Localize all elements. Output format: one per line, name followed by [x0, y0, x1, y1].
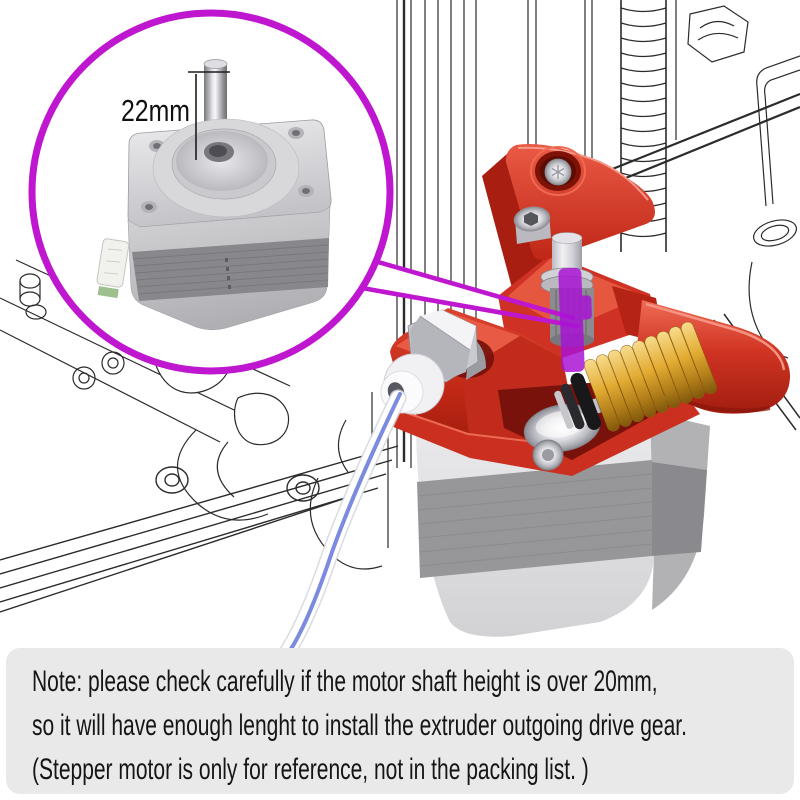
background-sketch [0, 0, 800, 613]
magnifier-beam-lines [359, 259, 580, 329]
callout-circle-ring [28, 9, 394, 375]
callout-magnifier: 22mm [28, 9, 394, 375]
dimension-annotation: 22mm [121, 71, 230, 160]
tension-spring [554, 321, 717, 432]
motor-shaft-top [203, 59, 228, 69]
lever-back [482, 146, 545, 288]
dimension-label: 22mm [121, 93, 190, 128]
shaft-highlight [558, 267, 592, 373]
note-box: Note: please check carefully if the moto… [6, 648, 794, 794]
motor-connector [96, 238, 130, 299]
motor-band-front [417, 460, 652, 578]
hex-socket-screw [513, 206, 551, 244]
sketch-printer-base [0, 445, 399, 613]
ptfe-tube [277, 389, 407, 663]
extruder-stepper-motor [416, 412, 710, 637]
triangle-countersunk-screw [530, 146, 586, 196]
extruder-assembly [277, 144, 791, 663]
sketch-frame-vertical-lines [396, 0, 593, 468]
note-line-2: so it will have enough lenght to install… [32, 709, 687, 742]
note-line-3: (Stepper motor is only for reference, no… [32, 753, 589, 786]
plate-center-boss [152, 118, 300, 218]
motor-label-band [132, 238, 329, 301]
note-line-1: Note: please check carefully if the moto… [32, 665, 658, 698]
motor-band-side [652, 462, 707, 556]
filament-line [287, 392, 402, 654]
plate-corner-holes [141, 127, 314, 213]
reference-stepper-motor [96, 59, 332, 331]
